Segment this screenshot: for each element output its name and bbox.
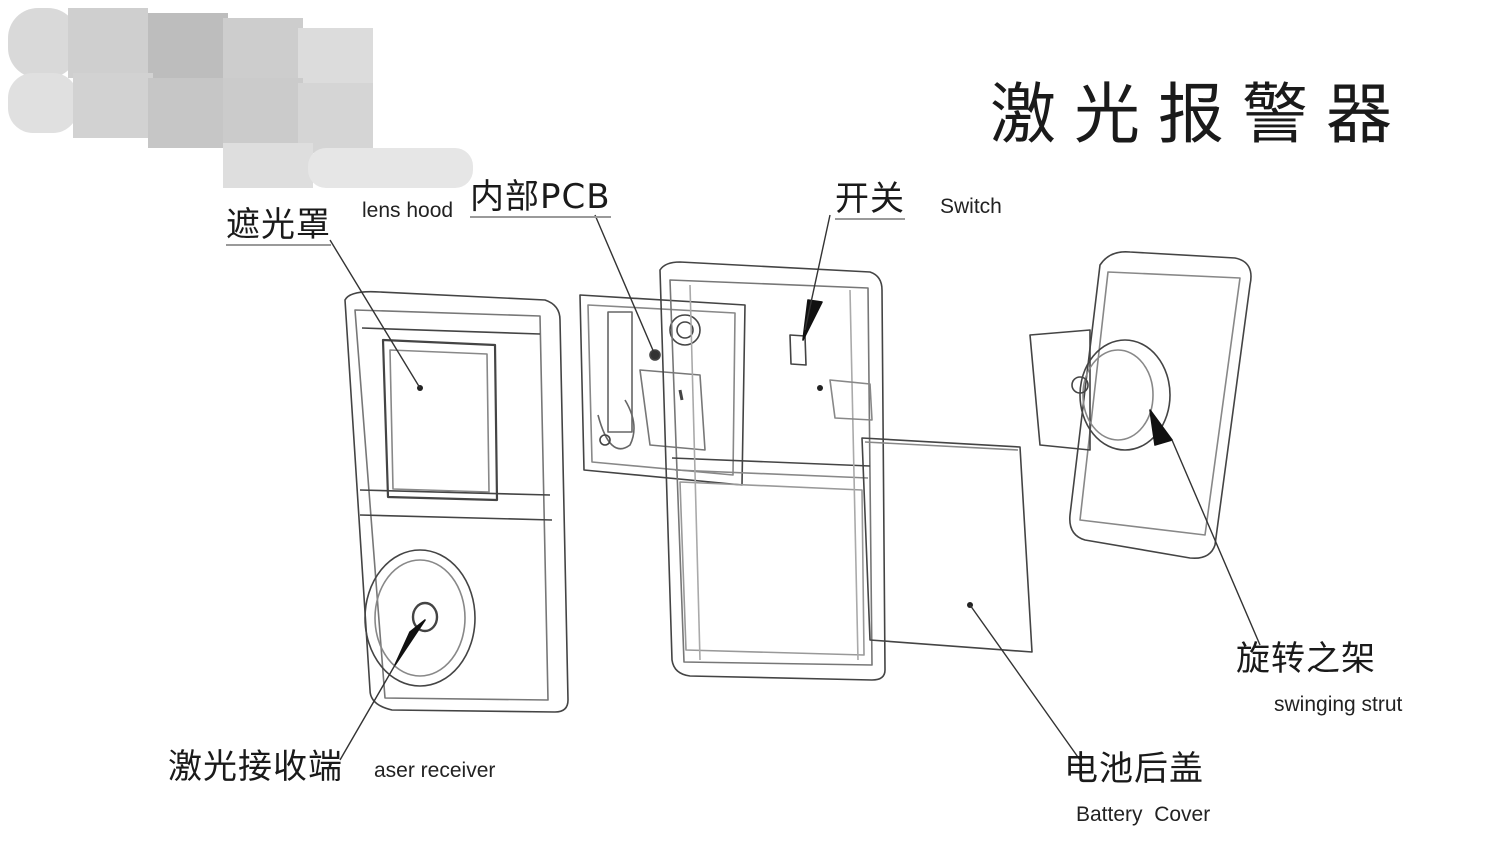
label-switch-cn: 开关 [835, 179, 905, 220]
front-cover [344, 290, 569, 713]
label-switch-en: Switch [940, 195, 1002, 218]
label-battery-cn: 电池后盖 [1064, 749, 1204, 789]
diagram-title: 激光报警器 [990, 76, 1410, 153]
swinging-strut [1029, 250, 1252, 560]
label-receiver-cn: 激光接收端 [168, 747, 343, 787]
label-lens-hood-cn: 遮光罩 [226, 205, 331, 246]
label-strut-cn: 旋转之架 [1236, 639, 1376, 679]
inner-pcb [579, 294, 746, 486]
label-pcb-cn: 内部PCB [470, 177, 611, 218]
label-strut-en: swinging strut [1274, 693, 1403, 716]
main-housing [659, 261, 886, 681]
blurred-watermark [8, 8, 478, 193]
label-lens-hood-en: lens hood [362, 199, 454, 222]
leader-lines [329, 214, 1261, 761]
label-receiver-en: aser receiver [374, 759, 496, 782]
battery-cover [861, 437, 1033, 653]
label-battery-en: Battery Cover [1076, 803, 1211, 826]
